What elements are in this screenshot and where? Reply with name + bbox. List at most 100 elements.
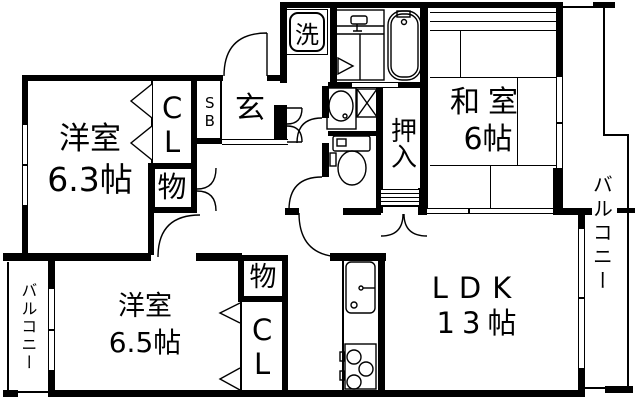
room-size: 6.3帖 — [47, 159, 133, 199]
washing-machine-icon: 洗 — [289, 12, 325, 52]
pipe-space-x — [356, 88, 378, 118]
wall — [191, 78, 197, 168]
wall — [148, 163, 197, 169]
bath-sliding-door — [352, 82, 398, 88]
wall — [3, 390, 18, 397]
balcony-outline — [563, 6, 595, 8]
room-size: 6.5帖 — [108, 326, 182, 360]
room-name: LDK — [431, 270, 523, 305]
room-label-western1-size: 6.3帖 — [30, 158, 150, 202]
bath-washing-area — [335, 9, 385, 81]
entry-door-arc — [223, 32, 268, 77]
shoe-box-label: SB — [198, 86, 220, 138]
ldk-double-door-arc — [380, 213, 428, 237]
shoebox-label: SB — [200, 94, 219, 130]
wall — [322, 86, 329, 118]
storage-bottom-label: 物 — [238, 259, 288, 297]
window-divider — [22, 164, 28, 166]
laundry-label: 洗 — [295, 20, 319, 49]
bathtub — [387, 10, 422, 81]
room-label-japanese-name: 和室 — [430, 86, 546, 120]
balcony-outline — [603, 8, 605, 136]
wall — [282, 255, 288, 397]
toilet-icon — [329, 135, 371, 186]
tatami-line — [430, 77, 556, 78]
wall — [48, 370, 55, 397]
balcony-text: バルコニー — [589, 173, 614, 294]
kitchen-counter-edge — [342, 258, 344, 392]
oshiire-label: 押入 — [384, 98, 418, 188]
wall — [556, 208, 592, 215]
storage-label: 物 — [157, 169, 187, 204]
storage-top-label: 物 — [150, 166, 194, 208]
storage-bifold-door — [196, 167, 217, 212]
wall — [274, 105, 287, 145]
wall — [48, 390, 585, 397]
wall — [22, 203, 28, 260]
wall — [196, 253, 242, 261]
closet-bifold-door — [129, 83, 153, 161]
wall — [238, 255, 244, 302]
balcony-outline — [603, 134, 629, 136]
wall — [553, 168, 563, 215]
closet-front-line — [240, 302, 242, 392]
kitchen-sink — [345, 261, 376, 314]
wall — [343, 208, 381, 215]
wall — [48, 255, 55, 289]
wall — [280, 2, 287, 83]
wall — [191, 163, 197, 213]
tatami-line — [430, 30, 556, 31]
wall — [148, 163, 155, 213]
room-label-japanese-size: 6帖 — [430, 122, 546, 158]
entrance-label: 玄 — [228, 88, 272, 130]
wall — [330, 2, 337, 86]
balcony-outline — [583, 387, 629, 389]
oshiire-text: 押入 — [386, 117, 417, 169]
wall — [578, 368, 585, 397]
closet2-bifold-door — [218, 302, 241, 391]
balcony-right-label: バルコニー — [584, 146, 618, 321]
room-size: 13帖 — [436, 305, 524, 340]
tatami-line — [490, 165, 491, 209]
wall — [418, 188, 427, 215]
room-label-western1-name: 洋室 — [40, 122, 140, 156]
ldk-door-arc — [298, 212, 344, 258]
wall — [376, 86, 383, 213]
entrance-step — [222, 139, 288, 145]
tatami-line — [430, 165, 556, 166]
wall — [3, 253, 151, 261]
balcony-outline — [627, 134, 629, 392]
closet-bottom-label: CL — [244, 304, 280, 390]
balcony-text: バルコニー — [18, 282, 38, 372]
wall — [328, 131, 380, 136]
wall — [578, 213, 585, 229]
tatami-line — [430, 12, 556, 13]
western2-door-arc — [157, 214, 201, 258]
entry-inner-double-door — [286, 107, 303, 143]
stove-burners — [339, 343, 377, 390]
tatami-line — [430, 21, 556, 22]
wall — [22, 75, 223, 81]
washbasin — [326, 87, 357, 130]
wall — [196, 138, 222, 144]
wall — [22, 75, 28, 125]
room-label-ldk-size: 13帖 — [415, 306, 545, 340]
tatami-line — [460, 30, 461, 77]
wall — [322, 143, 329, 177]
toilet-door-arc — [288, 176, 323, 211]
closet-label: CL — [245, 313, 280, 381]
room-size: 6帖 — [463, 122, 513, 158]
wall — [148, 212, 154, 255]
wall — [330, 253, 386, 261]
room-name: 和室 — [450, 85, 526, 121]
window-divider — [556, 122, 563, 124]
sliding-door-divider — [468, 208, 470, 214]
entrance-text: 玄 — [235, 91, 265, 127]
closet-front-line — [151, 78, 153, 165]
tatami-line — [517, 77, 518, 165]
closet-top-label: CL — [155, 84, 189, 166]
wall — [148, 207, 197, 213]
balcony-divider — [617, 208, 635, 213]
